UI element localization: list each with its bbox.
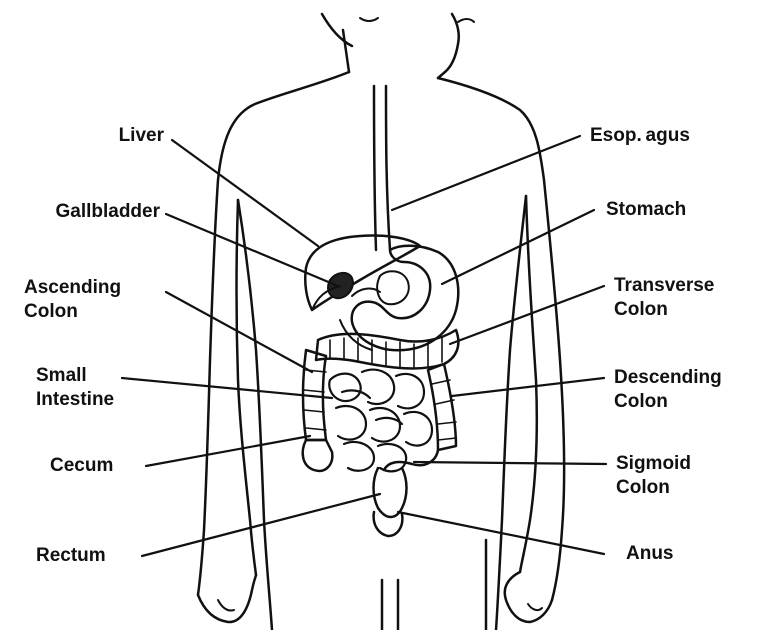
leader-esophagus xyxy=(392,136,580,210)
label-descending-colon-line2: Colon xyxy=(614,390,766,414)
label-small-intestine-line1: Small xyxy=(36,364,156,388)
label-small-intestine-line2: Intestine xyxy=(36,388,156,412)
descending-colon-organ xyxy=(428,364,456,450)
label-anus-text: Anus xyxy=(626,543,674,564)
label-small-intestine: Small Intestine xyxy=(36,364,156,412)
leader-sigmoid-colon xyxy=(414,462,606,464)
label-rectum: Rectum xyxy=(36,544,146,568)
sigmoid-colon-organ xyxy=(384,450,438,470)
label-rectum-text: Rectum xyxy=(36,545,106,566)
label-cecum: Cecum xyxy=(50,454,150,478)
label-stomach-text: Stomach xyxy=(606,199,686,220)
esophagus-tube xyxy=(374,86,390,250)
torso-outline xyxy=(198,72,564,630)
label-esophagus-text: Esop. agus xyxy=(590,125,690,146)
leader-liver xyxy=(172,140,318,246)
label-sigmoid-colon: Sigmoid Colon xyxy=(616,452,736,500)
label-descending-colon: Descending Colon xyxy=(614,366,766,414)
rectum-organ xyxy=(374,468,407,517)
label-sigmoid-colon-line1: Sigmoid xyxy=(616,452,736,476)
label-ascending-colon-line2: Colon xyxy=(24,300,174,324)
small-intestine-organ xyxy=(329,370,432,472)
leader-ascending-colon xyxy=(166,292,312,372)
label-stomach: Stomach xyxy=(606,198,726,222)
label-anus: Anus xyxy=(626,542,726,566)
leader-descending-colon xyxy=(452,378,604,396)
label-ascending-colon: Ascending Colon xyxy=(24,276,174,324)
label-sigmoid-colon-line2: Colon xyxy=(616,476,736,500)
label-transverse-colon: Transverse Colon xyxy=(614,274,764,322)
label-liver: Liver xyxy=(60,124,164,148)
label-ascending-colon-line1: Ascending xyxy=(24,276,174,300)
leader-gallbladder xyxy=(166,214,338,286)
label-transverse-colon-line1: Transverse xyxy=(614,274,764,298)
label-liver-text: Liver xyxy=(119,125,164,146)
label-cecum-text: Cecum xyxy=(50,455,113,476)
label-gallbladder: Gallbladder xyxy=(0,200,160,224)
label-gallbladder-text: Gallbladder xyxy=(55,201,160,222)
head-outline xyxy=(322,14,474,78)
label-transverse-colon-line2: Colon xyxy=(614,298,764,322)
label-descending-colon-line1: Descending xyxy=(614,366,766,390)
cecum-organ xyxy=(303,440,333,471)
leader-cecum xyxy=(146,436,310,466)
leader-transverse-colon xyxy=(450,286,604,344)
leader-rectum xyxy=(142,494,380,556)
label-esophagus: Esop. agus xyxy=(590,124,750,148)
